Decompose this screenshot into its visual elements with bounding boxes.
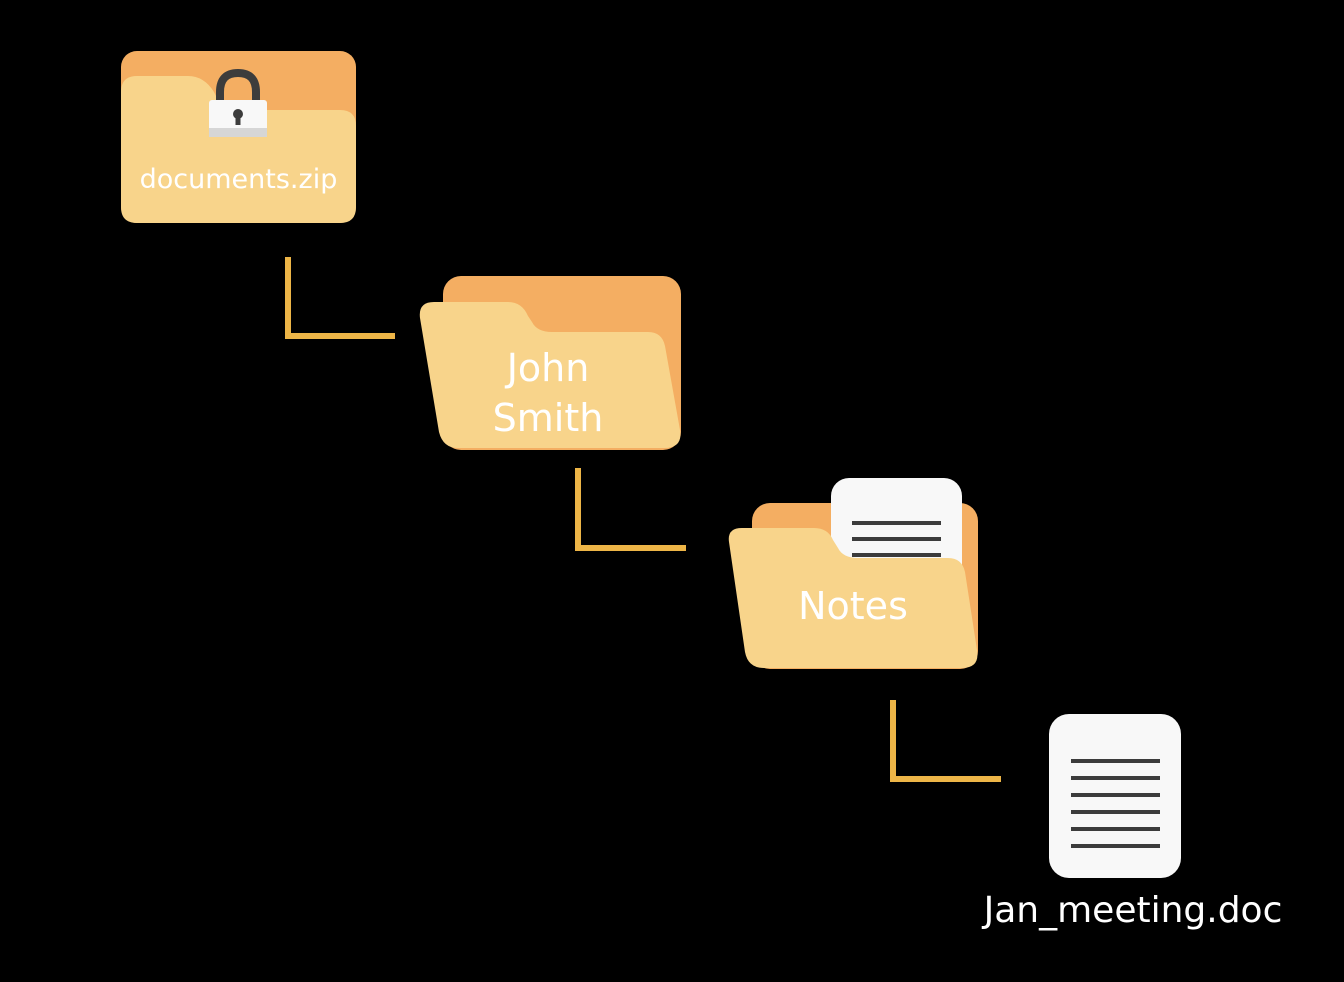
document-lines (852, 521, 941, 557)
connector-line (890, 700, 1001, 782)
file-label: Jan_meeting.doc (983, 890, 1283, 931)
padlock-icon (209, 68, 267, 137)
connector-line (575, 468, 686, 551)
zip-file-label: documents.zip (139, 164, 338, 195)
folder-with-document-icon (728, 478, 978, 669)
locked-folder-icon (121, 51, 356, 223)
folder-label-john-smith: John Smith (492, 346, 604, 440)
document-lines (1071, 759, 1160, 848)
document-icon (1049, 714, 1181, 878)
open-folder-icon (419, 276, 681, 450)
folder-label-notes: Notes (798, 584, 908, 628)
connector-line (285, 257, 395, 339)
